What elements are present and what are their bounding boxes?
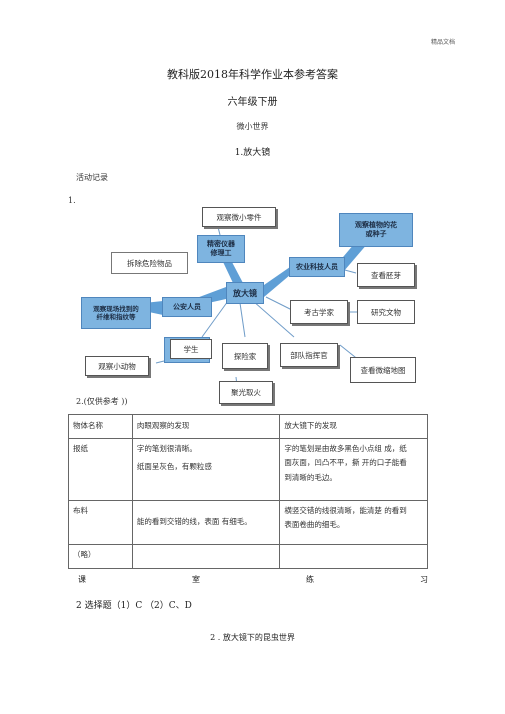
spread-char: 室 <box>192 575 200 584</box>
table-row: 报纸 字的笔划很清晰。 纸面呈灰色，有颗粒感 字的笔划是由故多黑色小点组 成，纸… <box>68 438 428 501</box>
node-archaeologist: 考古学家 <box>290 300 348 324</box>
lesson-heading: 1.放大镜 <box>234 148 271 158</box>
spread-char: 习 <box>420 575 428 584</box>
node-observe-parts: 观察微小零件 <box>202 207 276 227</box>
node-precision-repair: 精密仪器 修理工 <box>197 235 245 263</box>
node-study-relics: 研究文物 <box>357 300 415 324</box>
grade-heading: 六年级下册 <box>227 97 278 108</box>
cell-naked: 字的笔划很清晰。 纸面呈灰色，有颗粒感 <box>131 438 281 501</box>
cell-name: 布料 <box>68 500 133 545</box>
cell-magnified <box>279 544 428 569</box>
connector-right <box>264 267 290 297</box>
node-explorer: 探险家 <box>222 343 268 369</box>
node-police: 公安人员 <box>162 297 212 317</box>
header-cell: 肉眼观察的发现 <box>131 414 281 439</box>
document-title: 教科版2018年科学作业本参考答案 <box>167 68 338 81</box>
spread-char: 练 <box>306 575 314 584</box>
node-crime-scene: 观察现场找到的 纤维和指纹等 <box>81 297 151 329</box>
connector-animals <box>155 360 165 364</box>
table-header-row: 物体名称 肉眼观察的发现 放大镜下的发现 <box>68 414 428 439</box>
unit-heading: 微小世界 <box>236 122 269 131</box>
connector-explorer <box>239 302 246 338</box>
cell-magnified: 横竖交错的线很清晰，能清楚 的看到 表面卷曲的细毛。 <box>279 500 428 545</box>
cell-naked <box>131 544 281 569</box>
section2-heading: 2 . 放大镜下的昆虫世界 <box>210 633 295 642</box>
observation-table: 物体名称 肉眼观察的发现 放大镜下的发现 报纸 字的笔划很清晰。 纸面呈灰色，有… <box>68 414 428 569</box>
cell-line: 到清晰的毛边。 <box>284 472 337 482</box>
spread-char: 课 <box>78 575 86 584</box>
header-cell: 放大镜下的发现 <box>279 414 428 439</box>
cell-naked: 能的看到交错的线，表面 有细毛。 <box>131 500 281 545</box>
table-row: 布料 能的看到交错的线，表面 有细毛。 横竖交错的线很清晰，能清楚 的看到 表面… <box>68 500 428 545</box>
cell-magnified: 字的笔划是由故多黑色小点组 成，纸 面灰面，凹凸不平，撕 开的口子能看 到清晰的… <box>279 438 428 501</box>
cell-name: （略） <box>68 544 133 569</box>
table-row: （略） <box>68 544 428 569</box>
node-focus-fire: 聚光取火 <box>219 381 273 404</box>
cell-line: 面灰面，凹凸不平，撕 开的口子能看 <box>284 458 407 468</box>
header-note: 精品文档 <box>430 39 455 46</box>
node-agri-tech: 农业科技人员 <box>289 257 345 277</box>
mind-map: 观察微小零件 精密仪器 修理工 拆除危险物品 农业科技人员 观察植物的花 或种子… <box>68 205 420 406</box>
activity-label: 活动记录 <box>76 173 108 182</box>
connector-student <box>201 300 229 338</box>
node-observe-animals: 观察小动物 <box>85 356 149 376</box>
node-check-map: 查看微缩地图 <box>350 357 416 383</box>
cell-line: 字的笔划是由故多黑色小点组 成，纸 <box>284 444 407 453</box>
node-defuse: 拆除危险物品 <box>111 252 188 274</box>
classroom-practice-heading: 课 室 练 习 <box>78 574 428 585</box>
connector-commander <box>252 300 295 338</box>
cell-line: 字的笔划很清晰。 <box>136 444 197 453</box>
cell-line: 能的看到交错的线，表面 有细毛。 <box>136 517 252 527</box>
node-commander: 部队指挥官 <box>280 343 338 367</box>
node-student: 学生 <box>170 339 212 359</box>
item1-label: 1. <box>68 196 76 205</box>
cell-line: 表面卷曲的细毛。 <box>284 520 345 530</box>
answer-line: 2 选择题（1）C （2）C、D <box>76 601 192 611</box>
cell-line: 横竖交错的线很清晰，能清楚 的看到 <box>284 506 407 515</box>
cell-name: 报纸 <box>68 438 133 501</box>
item2-label: 2.(仅供参考 )) <box>76 397 128 406</box>
connector-parts <box>217 226 221 236</box>
node-center: 放大镜 <box>226 282 264 304</box>
node-check-sprout: 查看胚芽 <box>357 263 415 287</box>
header-cell: 物体名称 <box>68 414 133 439</box>
node-observe-flowers: 观察植物的花 或种子 <box>339 213 413 247</box>
cell-line: 纸面呈灰色，有颗粒感 <box>136 462 212 472</box>
